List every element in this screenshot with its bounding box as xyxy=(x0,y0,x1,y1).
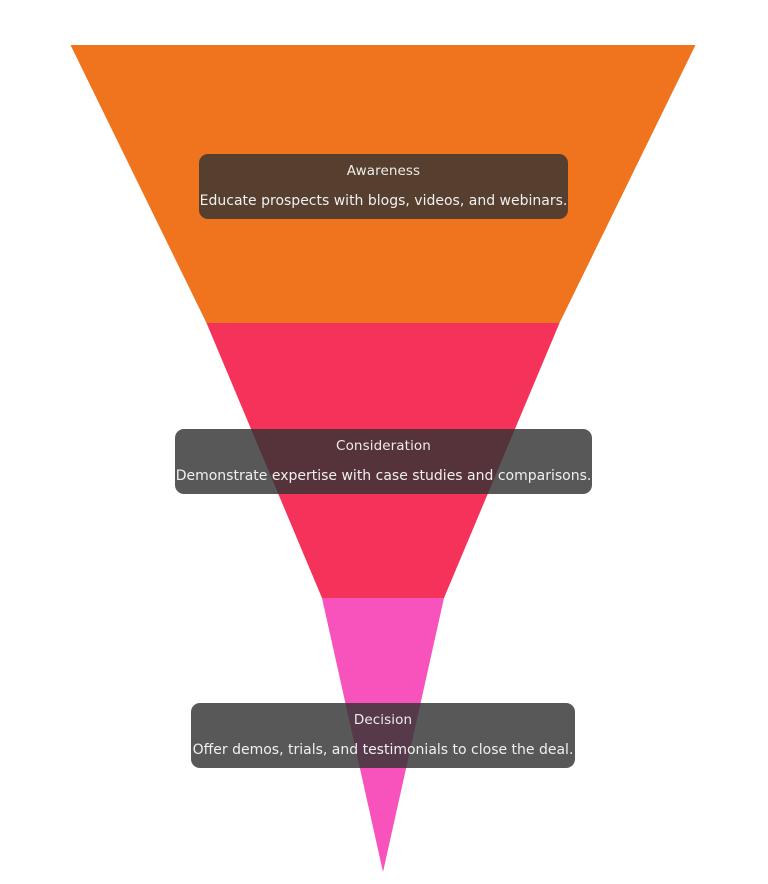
funnel-label-decision: Decision Offer demos, trials, and testim… xyxy=(191,703,575,768)
funnel-label-description: Demonstrate expertise with case studies … xyxy=(175,468,592,484)
funnel-label-title: Consideration xyxy=(336,438,431,454)
funnel-label-description: Educate prospects with blogs, videos, an… xyxy=(199,193,568,209)
funnel-label-title: Decision xyxy=(353,712,413,728)
funnel-label-description: Offer demos, trials, and testimonials to… xyxy=(192,742,574,758)
funnel-label-title: Awareness xyxy=(346,163,421,179)
funnel-label-consideration: Consideration Demonstrate expertise with… xyxy=(175,429,592,494)
funnel-label-awareness: Awareness Educate prospects with blogs, … xyxy=(199,154,568,219)
